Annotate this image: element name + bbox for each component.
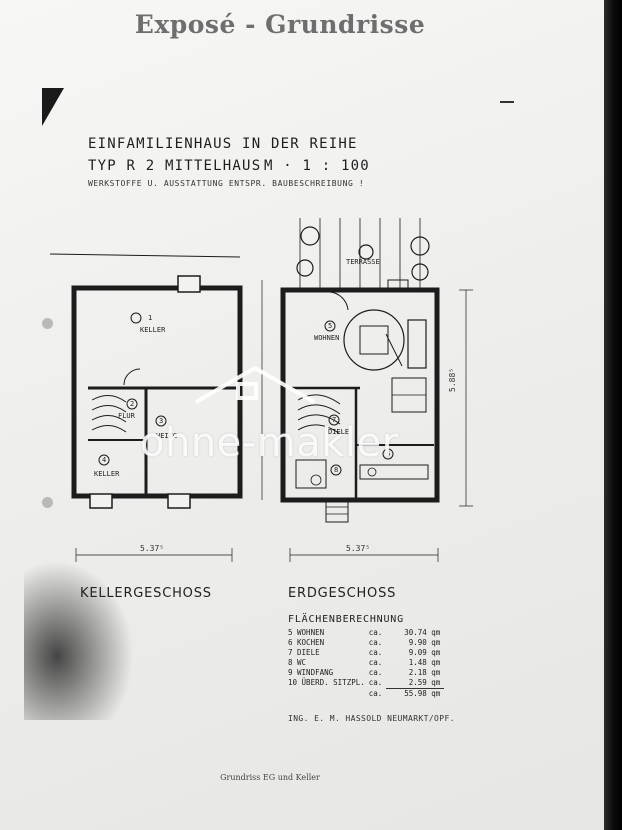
basement-width-dimension: 5.37⁵ [140, 544, 165, 553]
background-dark-edge [600, 0, 622, 830]
area-label: 6 KOCHEN [288, 638, 325, 647]
area-label: 7 DIELE [288, 648, 320, 657]
area-calculation-caption: FLÄCHENBERECHNUNG [288, 614, 404, 625]
divider-line [49, 253, 241, 258]
area-ca: ca. [368, 648, 383, 657]
area-ca: ca. [368, 678, 383, 688]
room-label: HEIZG [156, 432, 178, 440]
table-row: 5 WOHNEN ca. 30.74 qm [288, 628, 444, 638]
room-label: FLUR [118, 412, 135, 420]
heading-scale: M · 1 : 100 [264, 158, 370, 174]
watermark-house-icon [195, 365, 315, 404]
ground-width-dimension: 5.37⁵ [346, 544, 371, 553]
table-row: 10 ÜBERD. SITZPL.ca. 2.59 qm [288, 678, 444, 689]
area-value: 1.48 qm [408, 658, 441, 667]
area-ca: ca. [368, 668, 383, 677]
area-value: 9.90 qm [408, 638, 441, 647]
room-number: 2 [130, 400, 135, 408]
area-total-value: 55.98 qm [386, 688, 445, 699]
room-number: 8 [334, 466, 339, 474]
room-number: 5 [328, 322, 333, 330]
dash-mark [500, 101, 514, 103]
room-number: 4 [102, 456, 107, 464]
heading-materials-note: WERKSTOFFE U. AUSSTATTUNG ENTSPR. BAUBES… [88, 179, 365, 188]
area-label: 9 WINDFANG [288, 668, 334, 677]
room-label: KELLER [94, 470, 120, 478]
area-label: 10 ÜBERD. SITZPL. [288, 678, 365, 688]
area-ca: ca. [368, 658, 383, 667]
area-label [288, 689, 369, 700]
document-title: Exposé - Grundrisse [134, 10, 426, 39]
room-number: 6 [386, 450, 391, 458]
area-label: 5 WOHNEN [288, 628, 325, 637]
room-label: WOHNEN [314, 334, 340, 342]
ground-floor-label: ERDGESCHOSS [288, 586, 397, 601]
table-row: 8 WC ca. 1.48 qm [288, 658, 444, 668]
room-label: KELLER [140, 326, 166, 334]
ground-floor-plan [280, 218, 473, 562]
room-number: 1 [148, 314, 153, 322]
room-label: TERRASSE [346, 258, 380, 266]
watermark-text: ohne-makler [140, 420, 399, 466]
corner-mark [42, 88, 64, 126]
heading-house-type: EINFAMILIENHAUS IN DER REIHE [88, 136, 358, 152]
table-row: 9 WINDFANG ca. 2.18 qm [288, 668, 444, 678]
architect-credit: ING. E. M. HASSOLD NEUMARKT/OPF. [288, 714, 455, 723]
room-number: 7 [332, 416, 337, 424]
area-table: 5 WOHNEN ca. 30.74 qm 6 KOCHEN ca. 9.90 qm 7… [288, 628, 445, 700]
punch-hole [42, 318, 53, 329]
area-ca: ca. [368, 628, 383, 637]
area-value: 9.09 qm [408, 648, 441, 657]
area-value: 30.74 qm [404, 628, 441, 637]
room-number: 3 [159, 417, 164, 425]
heading-type: TYP R 2 MITTELHAUS [88, 158, 262, 174]
floor-plans-drawing [49, 218, 473, 562]
hand-shadow [24, 560, 134, 720]
area-ca: ca. [368, 688, 383, 698]
table-row-total: ca.55.98 qm [288, 688, 445, 700]
table-row: 6 KOCHEN ca. 9.90 qm [288, 638, 444, 648]
punch-hole [42, 497, 53, 508]
footer-caption: Grundriss EG und Keller [220, 773, 320, 782]
basement-floor-label: KELLERGESCHOSS [80, 586, 212, 601]
basement-plan [71, 275, 263, 562]
area-label: 8 WC [288, 658, 307, 667]
area-value: 2.18 qm [408, 668, 441, 677]
table-row: 7 DIELE ca. 9.09 qm [288, 648, 444, 658]
area-calculation: FLÄCHENBERECHNUNG 5 WOHNEN ca. 30.74 qm 6 … [288, 614, 488, 699]
area-value: 2.59 qm [408, 678, 441, 687]
ground-depth-dimension: 5.88⁵ [448, 367, 457, 392]
room-label: DIELE [328, 428, 350, 436]
area-ca: ca. [368, 638, 383, 647]
